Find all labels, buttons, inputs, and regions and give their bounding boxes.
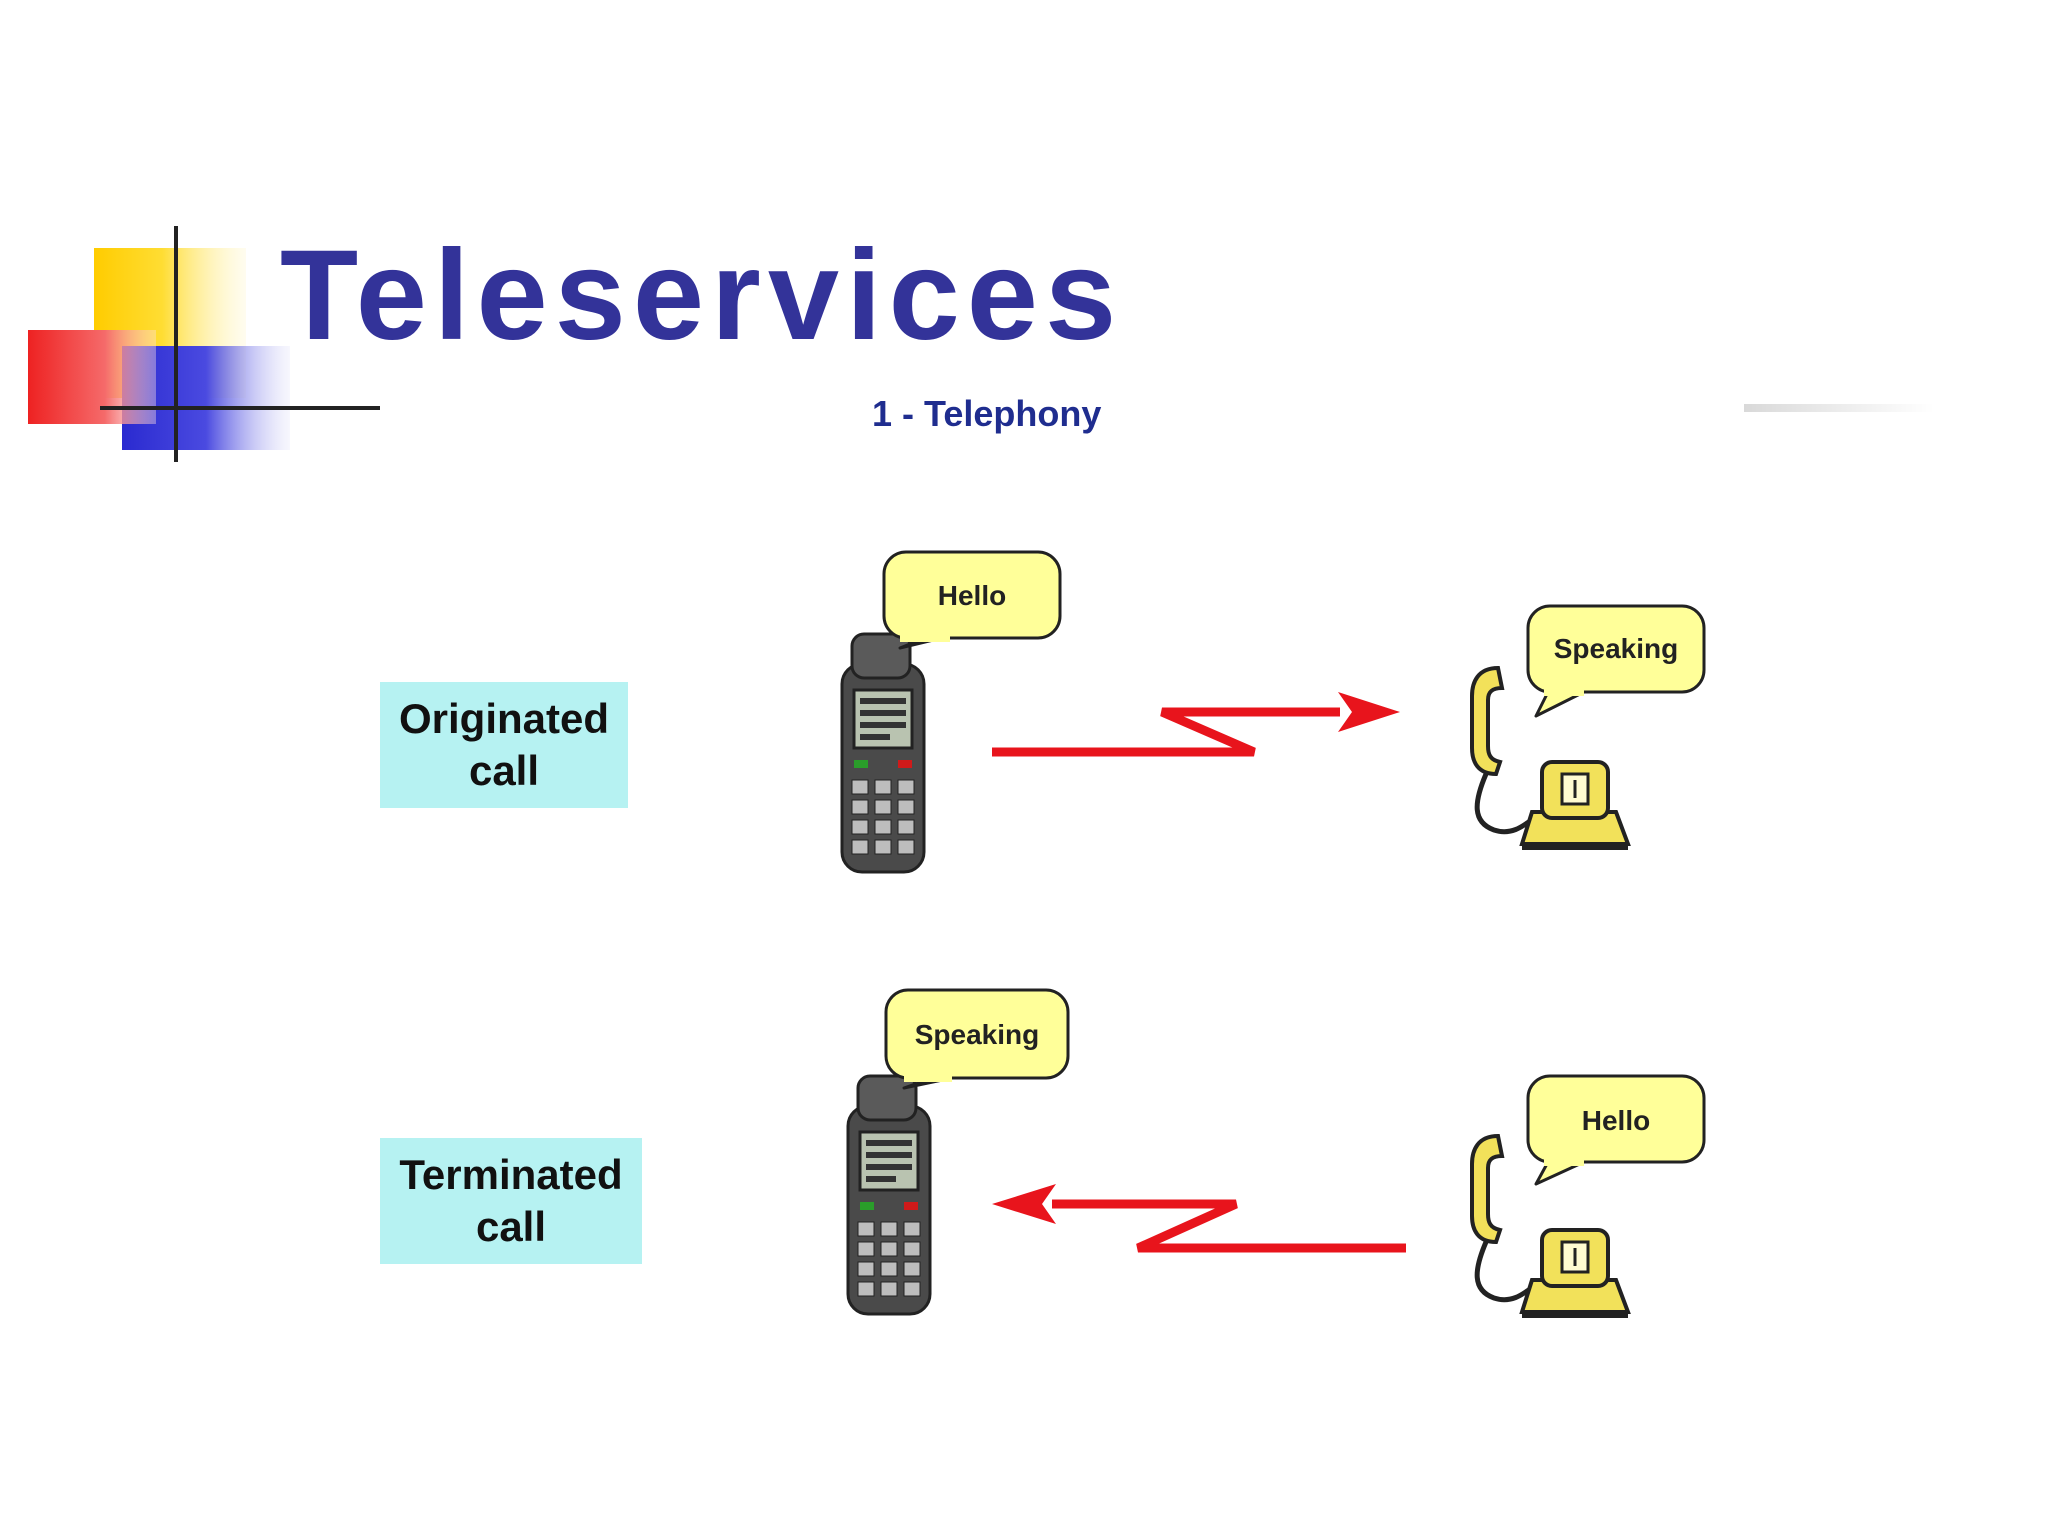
signal-arrow-icon [992, 1184, 1406, 1253]
signal-arrow-icon [992, 692, 1400, 757]
decorative-line [1744, 404, 1934, 412]
speech-bubble-icon [884, 988, 1070, 1090]
decorative-corner-graphic [28, 226, 380, 462]
landline-bubble-text: Hello [1582, 1105, 1650, 1136]
page-title: Teleservices [280, 224, 1124, 367]
page-subtitle: 1 - Telephony [872, 393, 1102, 434]
mobile-phone-icon [840, 632, 926, 874]
terminated-call-row: Speaking Hello [846, 988, 1706, 1318]
terminated-call-label: Terminated call [380, 1138, 642, 1264]
originated-call-label: Originated call [380, 682, 628, 808]
mobile-phone-icon [846, 1074, 932, 1316]
mobile-bubble-text: Speaking [915, 1019, 1039, 1050]
mobile-bubble-text: Hello [938, 580, 1006, 611]
speech-bubble-icon [1526, 1074, 1706, 1186]
speech-bubble-icon [882, 550, 1062, 650]
originated-call-row: Hello Speaking [840, 550, 1706, 874]
landline-bubble-text: Speaking [1554, 633, 1678, 664]
speech-bubble-icon [1526, 604, 1706, 718]
